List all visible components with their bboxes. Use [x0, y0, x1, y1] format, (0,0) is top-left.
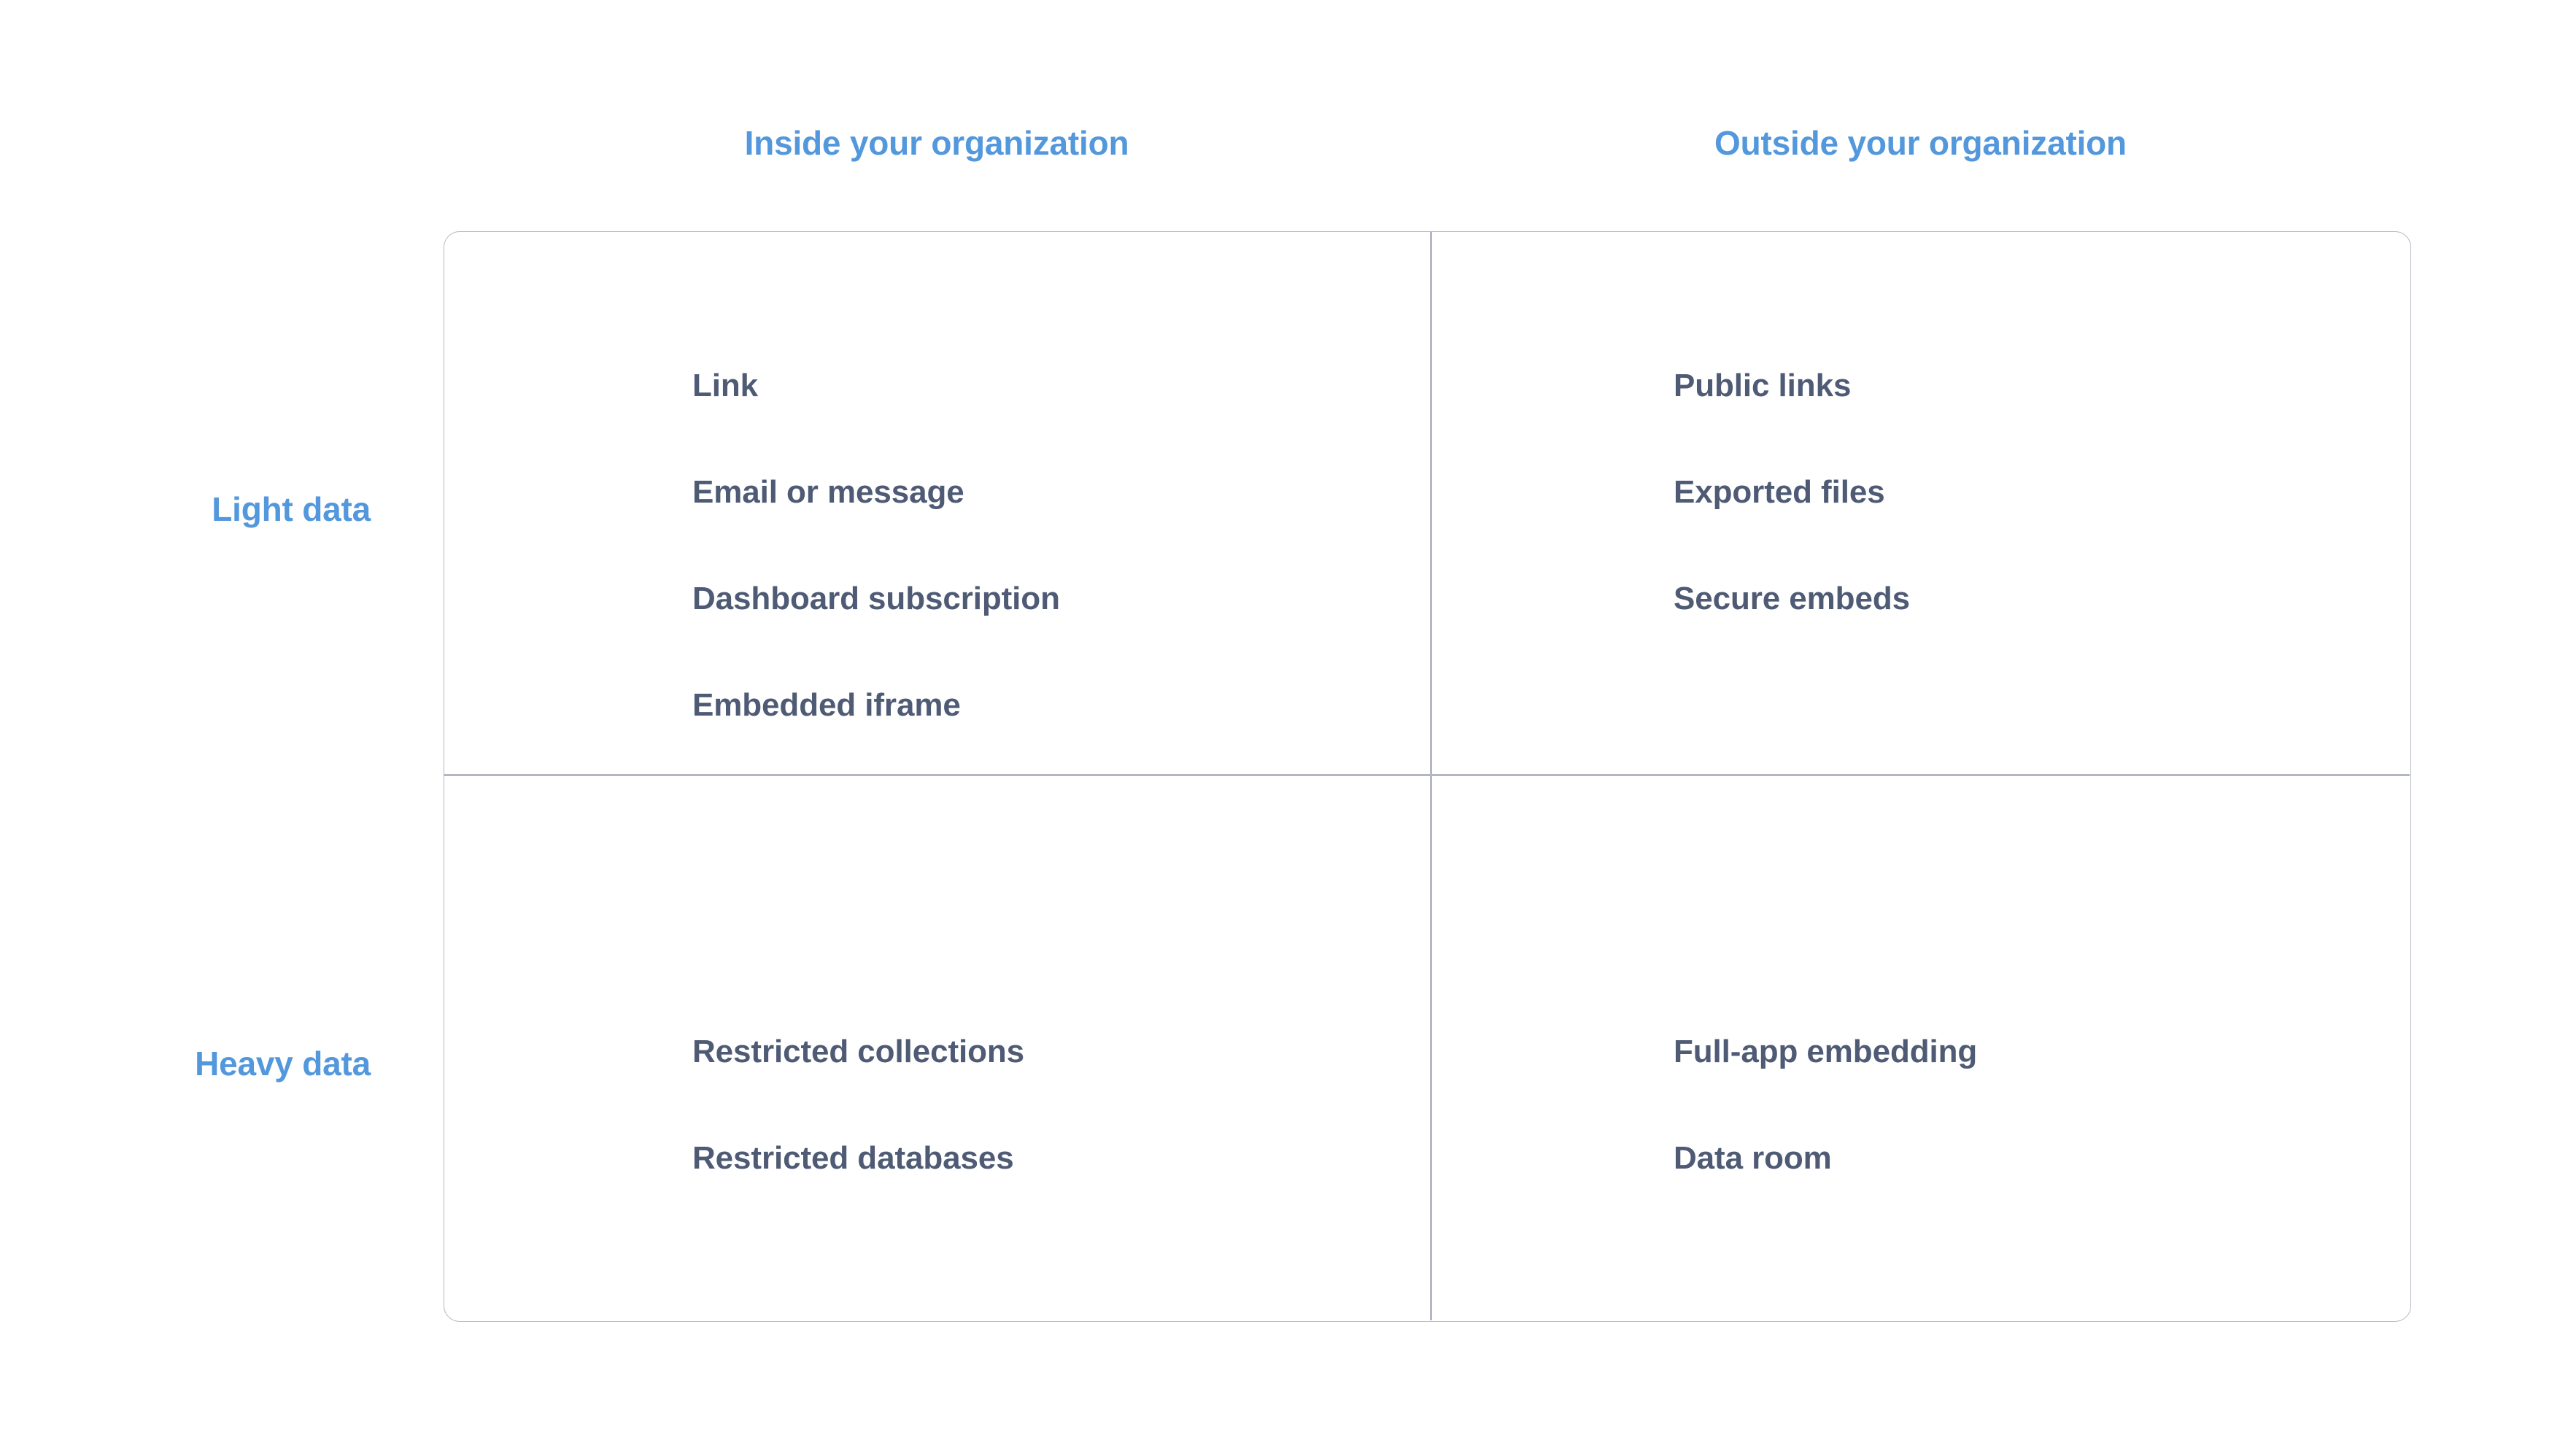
list-item: Restricted collections [692, 1034, 1025, 1069]
list-item: Public links [1674, 368, 1852, 403]
list-item: Link [692, 368, 759, 403]
grid-divider-vertical [1429, 232, 1432, 1320]
column-header-outside: Outside your organization [1714, 124, 2127, 162]
list-item: Full-app embedding [1674, 1034, 1978, 1069]
quadrant-heavy-data-outside-organization: Full-app embedding Data room [1431, 775, 2410, 1320]
quadrant-light-data-inside-organization: Link Email or message Dashboard subscrip… [444, 232, 1429, 775]
matrix-grid: Link Email or message Dashboard subscrip… [444, 231, 2411, 1322]
quadrant-light-data-outside-organization: Public links Exported files Secure embed… [1431, 232, 2410, 775]
quadrant-item-list: Public links Exported files Secure embed… [1674, 333, 2410, 652]
list-item: Dashboard subscription [692, 581, 1060, 616]
quadrant-heavy-data-inside-organization: Restricted collections Restricted databa… [444, 775, 1429, 1320]
list-item: Secure embeds [1674, 581, 1910, 616]
list-item: Email or message [692, 474, 964, 510]
row-label-heavy-data: Heavy data [195, 1045, 371, 1083]
grid-divider-horizontal [444, 773, 2410, 776]
list-item: Exported files [1674, 474, 1885, 510]
list-item: Data room [1674, 1140, 1832, 1176]
quadrant-item-list: Full-app embedding Data room [1674, 999, 2410, 1212]
quadrant-item-list: Restricted collections Restricted databa… [692, 999, 1429, 1212]
row-label-light-data: Light data [212, 490, 371, 528]
quadrant-item-list: Link Email or message Dashboard subscrip… [692, 333, 1429, 759]
list-item: Restricted databases [692, 1140, 1014, 1176]
column-header-inside: Inside your organization [744, 124, 1129, 162]
list-item: Embedded iframe [692, 687, 961, 723]
